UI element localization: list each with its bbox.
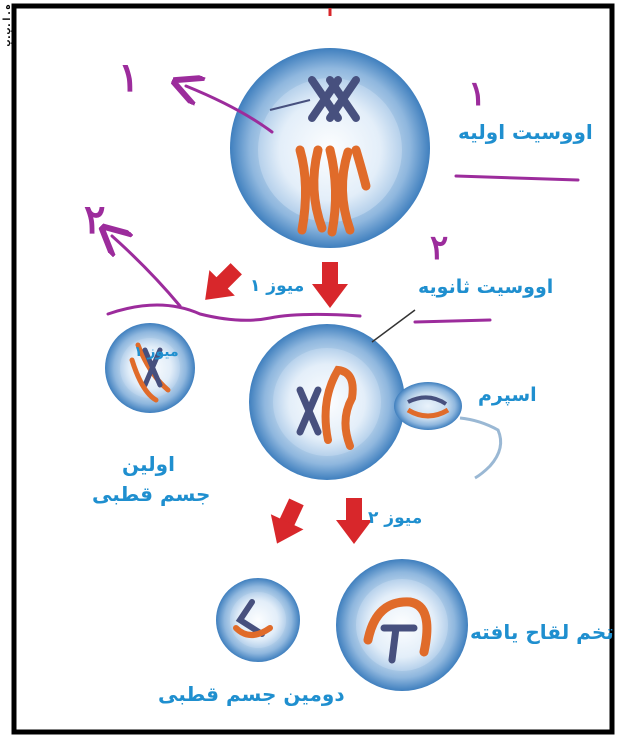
- label-meiosis2: میوز ۲: [368, 508, 422, 528]
- second-polar-body-cell: [216, 578, 300, 662]
- label-first-polar-line2: جسم قطبی: [92, 482, 210, 506]
- annotation-underline-2: [415, 320, 490, 322]
- fertilized-egg-cell: [336, 559, 468, 691]
- secondary-oocyte-cell: [249, 324, 405, 480]
- annotation-number-1-right: ۱: [468, 74, 486, 114]
- annotation-number-1-left: ۱: [118, 54, 139, 101]
- primary-oocyte-cell: [230, 48, 430, 248]
- annotation-number-2-right: ۲: [430, 228, 448, 268]
- label-first-polar-line1: اولین: [122, 452, 175, 476]
- label-sperm: اسپرم: [478, 384, 537, 406]
- label-meiosis1-small: میوز ۱: [134, 344, 179, 360]
- label-primary-oocyte: اووسیت اولیه: [458, 120, 593, 144]
- label-fertilized-egg: تخم لقاح یافته: [470, 620, 614, 644]
- annotation-number-2-left: ۲: [84, 196, 105, 243]
- label-secondary-oocyte: اووسیت ثانویه: [418, 276, 553, 298]
- first-polar-body-cell: [105, 323, 195, 413]
- label-meiosis1: میوز ۱: [250, 276, 304, 296]
- label-second-polar: دومین جسم قطبی: [158, 682, 345, 706]
- side-text: ه.ا.ب.ب: [2, 4, 14, 46]
